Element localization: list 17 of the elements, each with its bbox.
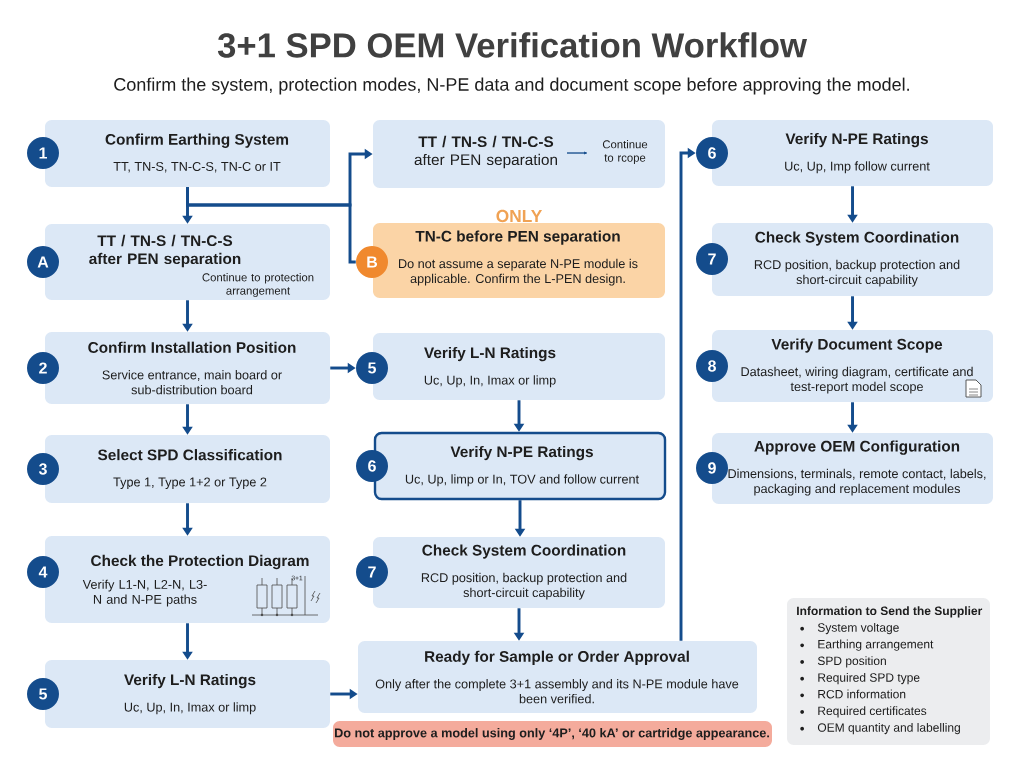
step-badge: 2 <box>27 352 59 384</box>
warning-banner: Do not approve a model using only ‘4P’, ‘40 kA’ or cartridge appearance. <box>333 721 772 747</box>
step-badge: 5 <box>27 678 59 710</box>
info-panel: Information to Send the Supplier System voltage Earthing arrangement SPD position Required SPD type RCD information Required certificates OEM quantity and labelling <box>787 598 990 745</box>
step-badge: 3 <box>27 453 59 485</box>
subtitle: Confirm the system, protection modes, N-PE data and document scope before approving the model. <box>114 77 909 95</box>
connector-line <box>186 187 356 264</box>
step-badge: 4 <box>27 556 59 588</box>
process-box: TT / TN-S / TN-C-S after PEN separation Continue to rcope <box>373 120 665 188</box>
process-box: Ready for Sample or Order Approval Only after the complete 3+1 assembly and its N-PE module have been verified. <box>358 641 757 713</box>
step-badge: 1 <box>27 137 59 169</box>
step-badge: 7 <box>696 243 728 275</box>
emphasis-label: ONLY <box>496 209 543 223</box>
step-badge: 6 <box>696 137 728 169</box>
step-badge: 9 <box>696 452 728 484</box>
title: 3+1 SPD OEM Verification Workflow <box>217 32 807 58</box>
step-badge: 8 <box>696 350 728 382</box>
